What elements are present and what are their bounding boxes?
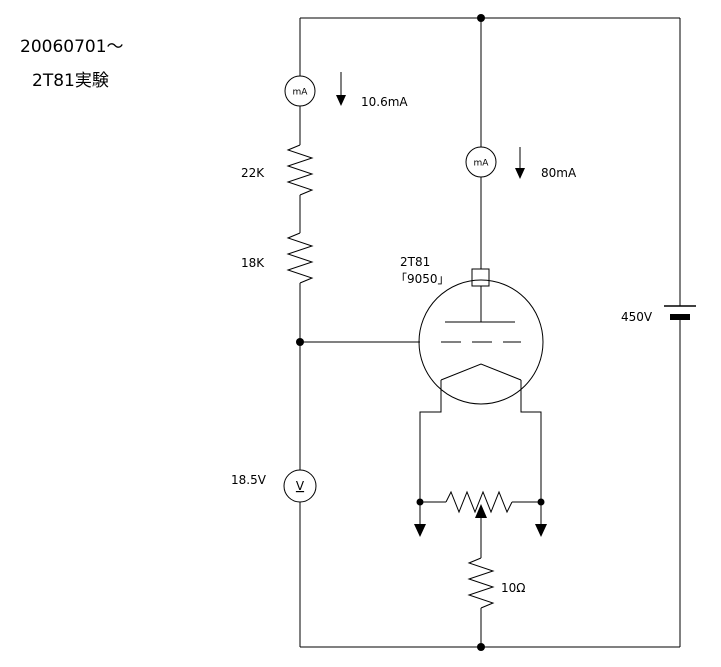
divider-ammeter-symbol: mA	[293, 88, 309, 98]
tube-type-label: 2T81	[400, 255, 430, 269]
hum-balancer-pot	[445, 490, 513, 514]
voltmeter-symbol: V	[296, 479, 305, 493]
filament-lead-left	[419, 380, 442, 502]
junction-pot-right	[537, 498, 545, 506]
junction-bottom	[477, 643, 485, 651]
filament-supply-arrow-right	[535, 524, 547, 537]
resistor-18k	[286, 232, 314, 284]
tube-alt-label: 「9050」	[395, 272, 450, 286]
filament-supply-arrow-left	[414, 524, 426, 537]
pot-wiper-arrow	[475, 504, 487, 518]
resistor-18k-label: 18K	[241, 256, 265, 270]
plate-arrow-head	[515, 168, 525, 179]
plate-ammeter-symbol: mA	[474, 159, 490, 169]
junction-pot-left	[416, 498, 424, 506]
tube-filament	[440, 363, 522, 381]
plate-current-label: 80mA	[541, 166, 577, 180]
grid-voltmeter	[283, 469, 317, 503]
plate-ammeter	[465, 146, 497, 178]
cathode-resistor-label: 10Ω	[501, 581, 525, 595]
divider-current-label: 10.6mA	[361, 95, 408, 109]
cathode-resistor	[467, 557, 495, 609]
junction-grid	[296, 338, 304, 346]
divider-arrow-head	[336, 95, 346, 106]
battery-short-plate	[670, 314, 690, 320]
supply-voltage-label: 450V	[621, 310, 653, 324]
date-note: 20060701～	[20, 37, 124, 57]
grid-voltage-label: 18.5V	[231, 473, 267, 487]
filament-lead-right	[520, 380, 542, 502]
divider-ammeter	[284, 75, 316, 107]
resistor-22k-label: 22K	[241, 166, 265, 180]
resistor-22k	[286, 144, 314, 196]
plate-cap	[471, 268, 490, 287]
experiment-title: 2T81実験	[32, 71, 109, 91]
tube-envelope	[418, 279, 544, 405]
junction-top	[477, 14, 485, 22]
